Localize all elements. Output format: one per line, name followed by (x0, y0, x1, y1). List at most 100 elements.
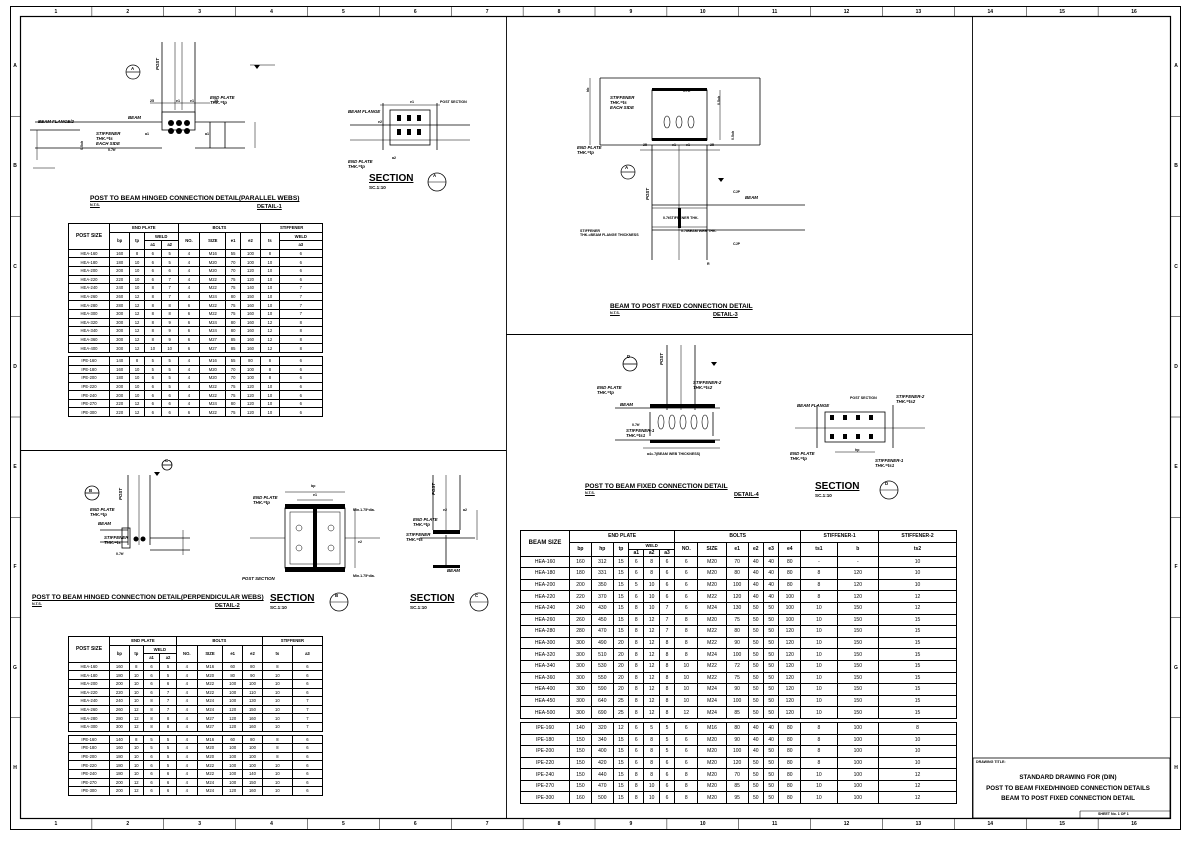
grid-row-label: F (1174, 564, 1178, 571)
value-cell: 8 (674, 636, 699, 650)
grid-column-label: 6 (413, 9, 417, 15)
value-cell: 12 (643, 706, 660, 719)
value-cell: 12 (129, 317, 145, 328)
section-a-title: SECTION (369, 173, 414, 184)
d4-tag: D (627, 354, 631, 359)
value-cell: 90 (725, 636, 749, 650)
value-cell: M20 (697, 578, 727, 592)
value-cell: 8 (628, 671, 645, 685)
value-cell: 80 (225, 291, 241, 302)
value-cell: 6 (658, 779, 676, 793)
value-cell: 5 (142, 734, 161, 745)
value-cell: 8 (674, 613, 699, 627)
t3-sh-a1: a1 (628, 548, 645, 557)
value-cell: 4 (177, 364, 201, 375)
t2-sh-bp: bp (109, 644, 130, 663)
sb-e2: e2 (358, 540, 362, 544)
value-cell: 7 (278, 283, 324, 293)
value-cell: 8 (658, 636, 676, 650)
value-cell: 15 (878, 613, 957, 627)
value-cell: 10 (800, 636, 838, 650)
t1-sh-e2: e2 (239, 231, 262, 250)
value-cell: 8 (628, 625, 645, 638)
section-size-cell: IPE-220 (68, 760, 110, 770)
value-cell: 5 (159, 743, 177, 753)
value-cell: 12 (643, 659, 660, 673)
value-cell: 150 (239, 291, 262, 302)
value-cell: 6 (278, 398, 324, 409)
value-cell: 20 (612, 659, 630, 673)
value-cell: 50 (762, 768, 780, 781)
value-cell: 6 (177, 407, 201, 418)
value-cell: 370 (590, 590, 614, 603)
value-cell: 50 (747, 601, 764, 615)
section-size-cell: HEA-280 (520, 625, 570, 638)
value-cell: 12 (643, 613, 660, 627)
value-cell: 75 (225, 381, 241, 392)
value-cell: 4 (175, 768, 198, 779)
value-cell: 12 (128, 777, 144, 788)
section-size-cell: HEA-260 (68, 704, 110, 715)
value-cell: 5 (658, 745, 676, 758)
value-cell: 6 (674, 578, 699, 592)
value-cell: 50 (747, 706, 764, 719)
value-cell: 50 (762, 756, 780, 770)
grid-column-label: 7 (485, 821, 489, 827)
value-cell: 100 (242, 743, 263, 753)
gap-cell (68, 351, 323, 357)
drawing-title-label: DRAWING TITLE: (976, 760, 1006, 764)
sa-e1: e1 (410, 100, 414, 104)
value-cell: 10 (129, 373, 145, 383)
t3-sh-a2: a2 (643, 548, 660, 557)
value-cell: 10 (878, 578, 957, 592)
value-cell: 7 (160, 291, 179, 302)
grid-column-label: 9 (629, 9, 633, 15)
value-cell: 6 (674, 601, 699, 615)
value-cell: M24 (199, 398, 227, 409)
section-size-cell: IPE-220 (68, 381, 110, 392)
value-cell: 260 (109, 704, 130, 715)
value-cell: 8 (628, 768, 645, 781)
grid-column-label: 13 (915, 821, 922, 827)
value-cell: 12 (128, 713, 144, 723)
value-cell: 8 (643, 745, 660, 758)
t2-sh-a1: a1 (142, 653, 161, 663)
value-cell: 50 (747, 779, 764, 793)
detail-2-drawing (84, 460, 190, 555)
value-cell: 7 (159, 687, 177, 698)
value-cell: 40 (747, 578, 764, 592)
value-cell: 8 (800, 590, 838, 603)
value-cell: 6 (628, 567, 645, 580)
value-cell: 40 (762, 721, 780, 735)
value-cell: 300 (569, 671, 592, 685)
value-cell: M22 (199, 274, 227, 285)
value-cell: 120 (222, 713, 244, 723)
value-cell: 60 (222, 661, 244, 672)
value-cell: 80 (225, 398, 241, 409)
value-cell: 5 (142, 743, 161, 753)
value-cell: 8 (628, 659, 645, 673)
value-cell: 160 (239, 308, 262, 319)
value-cell: 8 (674, 648, 699, 661)
value-cell: 6 (674, 733, 699, 747)
value-cell: 12 (260, 317, 280, 328)
value-cell: 70 (225, 364, 241, 375)
value-cell: 8 (159, 713, 177, 723)
t3-h-stiffener2: STIFFENER-2 (878, 530, 957, 543)
value-cell: 50 (747, 613, 764, 627)
value-cell: 120 (725, 590, 749, 603)
value-cell: 100 (242, 760, 263, 770)
value-cell: 80 (225, 317, 241, 328)
value-cell: 6 (658, 590, 676, 603)
value-cell: 300 (569, 683, 592, 696)
value-cell: 8 (129, 355, 145, 366)
d3-h05a: 0.5xh (717, 95, 721, 105)
sa-a2: a2 (392, 156, 396, 160)
value-cell: 140 (569, 721, 592, 735)
value-cell: 470 (590, 625, 614, 638)
